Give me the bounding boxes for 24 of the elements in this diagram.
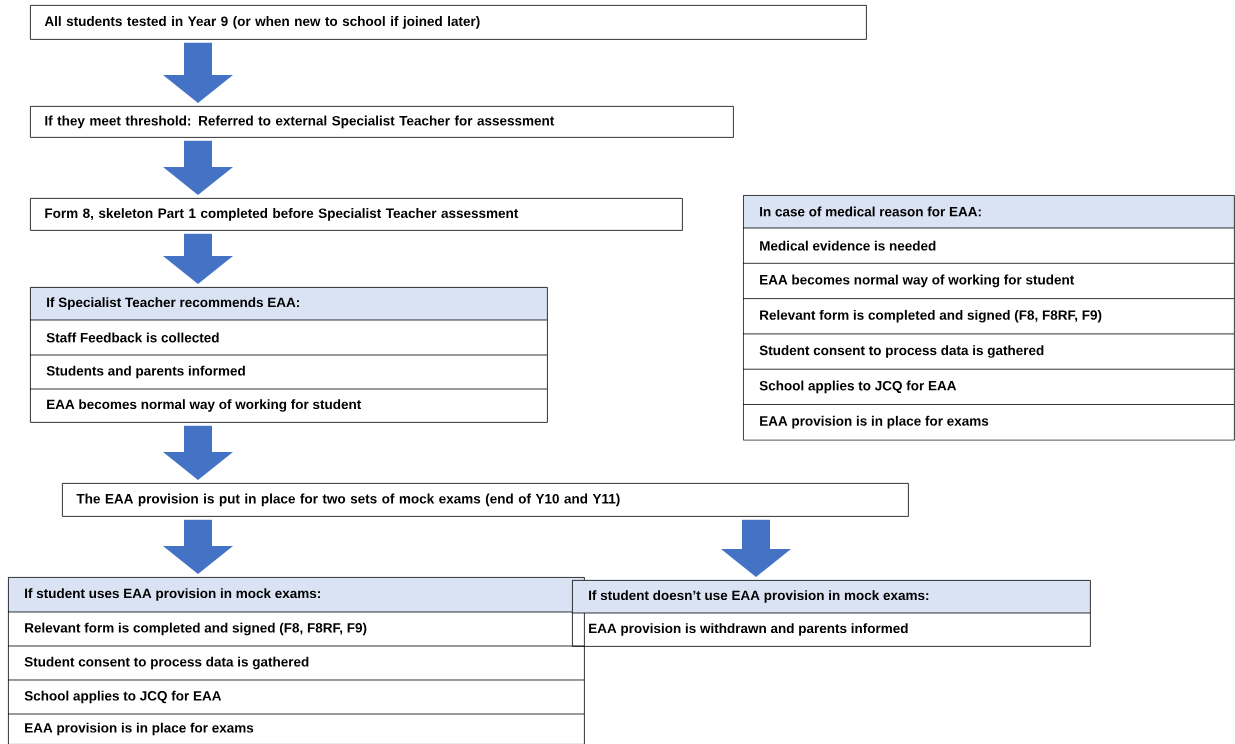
process-box: Form 8, skeleton Part 1 completed before Specialist Teacher assessment [30,198,683,231]
table-cell: Students and parents informed [29,354,548,379]
block-arrow [163,233,233,284]
table-cell: School applies to JCQ for EAA [7,679,585,704]
table-cell: EAA provision is withdrawn and parents informed [571,612,1091,636]
block-arrow [721,519,791,577]
block-arrow [163,140,233,195]
table-cell: Staff Feedback is collected [29,319,548,343]
table-cell: Student consent to process data is gathered [7,645,585,670]
block-arrow [163,425,233,480]
block-arrow [163,519,233,574]
block-arrow [163,42,233,103]
process-box: If they meet threshold: Referred to external Specialist Teacher for assessment [30,106,734,138]
table-cell: EAA becomes normal way of working for student [29,388,548,412]
table-cell: Student consent to process data is gathered [742,333,1235,358]
table-cell: School applies to JCQ for EAA [742,368,1235,394]
table-cell: Relevant form is completed and signed (F8, F8RF, F9) [742,298,1235,323]
table-cell: Medical evidence is needed [742,227,1235,251]
table-cell: EAA becomes normal way of working for student [742,262,1235,288]
table-cell: EAA provision is in place for exams [7,713,585,736]
header-cell: If student doesn’t use EAA provision in mock exams: [572,580,1090,613]
process-box: All students tested in Year 9 (or when new to school if joined later) [30,5,867,40]
process-box: The EAA provision is put in place for two sets of mock exams (end of Y10 and Y11) [62,483,909,517]
table-cell: EAA provision is in place for exams [742,404,1235,429]
